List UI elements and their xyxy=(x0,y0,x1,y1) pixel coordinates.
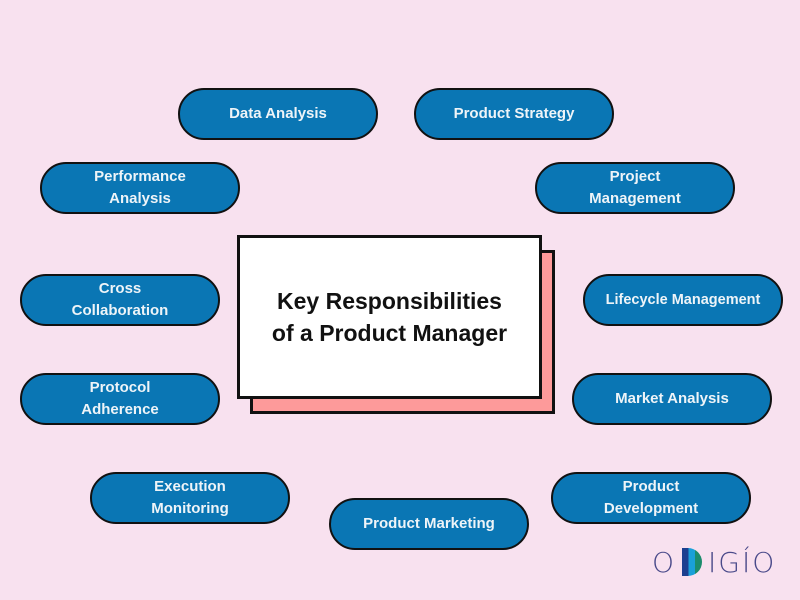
title-line-2: of a Product Manager xyxy=(271,320,508,346)
logo-text: IGÍO xyxy=(708,545,777,579)
node-label: Lifecycle Management xyxy=(605,292,761,308)
logo-letter-o: O xyxy=(652,545,677,579)
odigio-logo: O IGÍO xyxy=(652,545,776,579)
node-lifecycle-management: Lifecycle Management xyxy=(583,274,783,326)
node-execution-monitoring: Execution Monitoring xyxy=(90,472,290,524)
title-line-1: Key Responsibilities xyxy=(277,288,502,314)
node-label-line-2: Development xyxy=(603,500,699,517)
node-protocol-adherence: Protocol Adherence xyxy=(20,373,220,425)
node-label-line-2: Analysis xyxy=(109,190,171,207)
node-label-line-1: Cross xyxy=(98,280,142,297)
node-product-development: Product Development xyxy=(551,472,751,524)
node-label: Data Analysis xyxy=(229,105,327,122)
node-label-line-1: Execution xyxy=(154,478,226,495)
node-label: Product Marketing xyxy=(363,515,495,532)
node-label-line-2: Monitoring xyxy=(151,500,229,517)
node-product-marketing: Product Marketing xyxy=(329,498,529,550)
logo-d-mark-icon xyxy=(682,548,703,576)
node-performance-analysis: Performance Analysis xyxy=(40,162,240,214)
node-project-management: Project Management xyxy=(535,162,735,214)
node-label-line-1: Product xyxy=(622,478,680,495)
node-label-line-2: Management xyxy=(589,190,681,207)
title-card: Key Responsibilities of a Product Manage… xyxy=(237,235,542,399)
node-label-line-1: Protocol xyxy=(89,379,151,396)
node-market-analysis: Market Analysis xyxy=(572,373,772,425)
node-product-strategy: Product Strategy xyxy=(414,88,614,140)
node-label-line-2: Adherence xyxy=(81,401,159,418)
node-cross-collaboration: Cross Collaboration xyxy=(20,274,220,326)
node-data-analysis: Data Analysis xyxy=(178,88,378,140)
node-label: Market Analysis xyxy=(615,390,729,407)
node-label-line-1: Project xyxy=(609,168,661,185)
node-label-line-1: Performance xyxy=(94,168,186,185)
node-label-line-2: Collaboration xyxy=(71,302,169,319)
node-label: Product Strategy xyxy=(453,105,575,122)
